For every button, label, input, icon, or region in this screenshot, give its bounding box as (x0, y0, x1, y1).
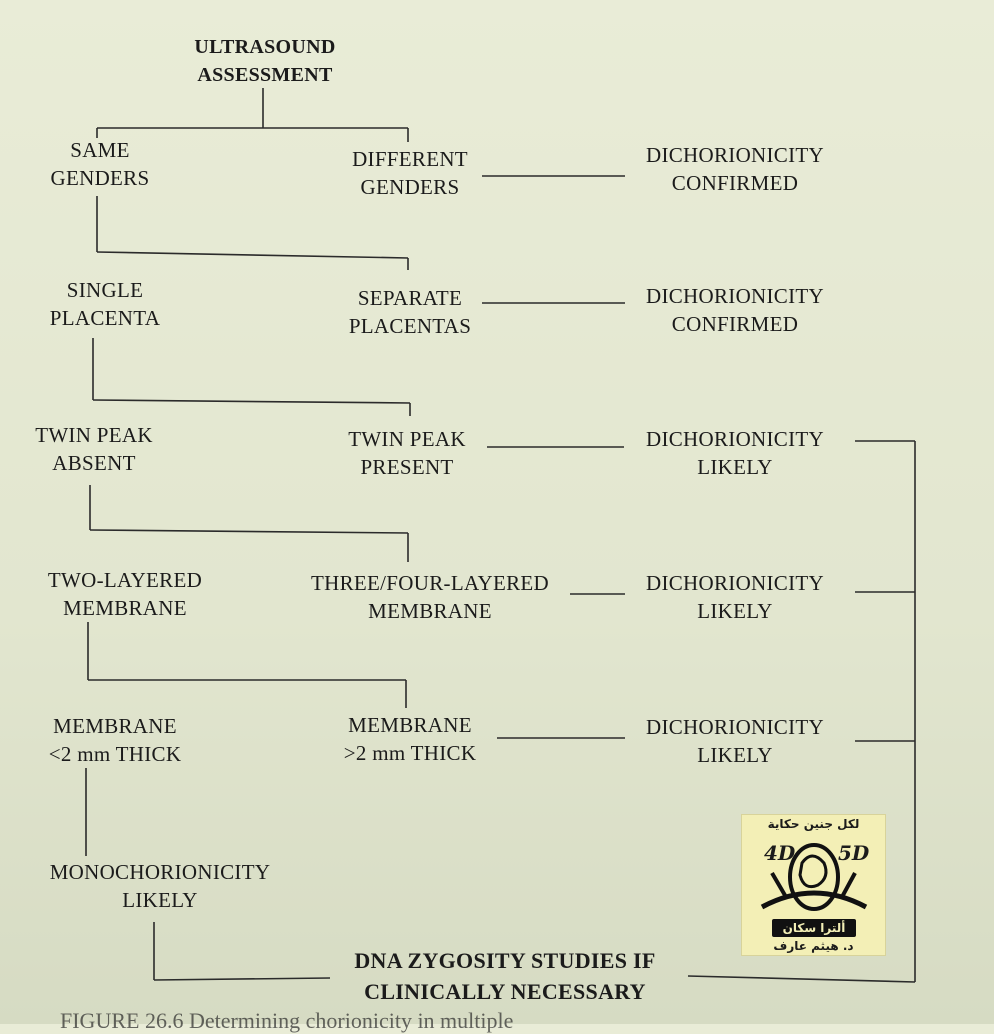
node-line: LIKELY (697, 599, 773, 623)
node-line: ASSESSMENT (197, 64, 333, 86)
node-line: PRESENT (360, 455, 454, 479)
node-line: SEPARATE (357, 286, 463, 310)
node-dichorionicity-likely-2: DICHORIONICITY LIKELY (625, 569, 845, 625)
logo-5d-mark: 5D (838, 841, 870, 865)
node-line: CLINICALLY NECESSARY (364, 979, 646, 1004)
node-single-placenta: SINGLE PLACENTA (30, 276, 180, 332)
node-line: TWO-LAYERED (47, 568, 203, 592)
node-line: TWIN PEAK (348, 427, 466, 451)
node-line: <2 mm THICK (48, 742, 182, 766)
node-line: GENDERS (360, 175, 460, 199)
node-two-layered-membrane: TWO-LAYERED MEMBRANE (20, 566, 230, 622)
node-line: DNA ZYGOSITY STUDIES IF (354, 948, 656, 973)
node-line: THREE/FOUR-LAYERED (311, 571, 549, 595)
node-line: TWIN PEAK (35, 423, 153, 447)
logo-top-text: لكل جنين حكاية (767, 817, 860, 831)
node-separate-placentas: SEPARATE PLACENTAS (330, 284, 490, 340)
node-line: SAME (70, 138, 130, 162)
connector (153, 977, 331, 981)
node-line: DICHORIONICITY (645, 715, 824, 739)
connector (92, 399, 411, 404)
node-twin-peak-present: TWIN PEAK PRESENT (332, 425, 482, 481)
node-line: LIKELY (697, 743, 773, 767)
node-three-four-layered-membrane: THREE/FOUR-LAYERED MEMBRANE (290, 569, 570, 625)
logo-bottom-text: د. هيثم عارف (773, 939, 854, 953)
node-line: DICHORIONICITY (645, 427, 824, 451)
node-same-genders: SAME GENDERS (30, 136, 170, 192)
node-monochorionicity-likely: MONOCHORIONICITY LIKELY (20, 858, 300, 914)
logo-4d-mark: 4D (764, 841, 796, 865)
node-line: CONFIRMED (671, 171, 799, 195)
node-line: PLACENTA (49, 306, 161, 330)
node-ultrasound-assessment: ULTRASOUND ASSESSMENT (180, 33, 350, 89)
node-dichorionicity-confirmed-1: DICHORIONICITY CONFIRMED (625, 141, 845, 197)
node-line: DICHORIONICITY (645, 284, 824, 308)
node-membrane-thin: MEMBRANE <2 mm THICK (20, 712, 210, 768)
fetus-icon (760, 843, 868, 911)
node-dna-zygosity-studies: DNA ZYGOSITY STUDIES IF CLINICALLY NECES… (320, 945, 690, 1007)
node-line: LIKELY (122, 888, 198, 912)
node-line: MEMBRANE (348, 713, 472, 737)
node-line: CONFIRMED (671, 312, 799, 336)
node-line: ABSENT (52, 451, 136, 475)
connector (89, 529, 409, 534)
node-dichorionicity-likely-1: DICHORIONICITY LIKELY (625, 425, 845, 481)
node-line: PLACENTAS (348, 314, 472, 338)
node-line: GENDERS (50, 166, 150, 190)
node-line: MEMBRANE (368, 599, 492, 623)
node-line: DICHORIONICITY (645, 571, 824, 595)
node-line: DIFFERENT (352, 147, 468, 171)
node-line: >2 mm THICK (343, 741, 477, 765)
node-line: LIKELY (697, 455, 773, 479)
node-dichorionicity-likely-3: DICHORIONICITY LIKELY (625, 713, 845, 769)
figure-caption-partial: FIGURE 26.6 Determining chorionicity in … (60, 1008, 514, 1033)
node-line: MONOCHORIONICITY (49, 860, 271, 884)
node-line: ULTRASOUND (194, 36, 336, 58)
node-membrane-thick: MEMBRANE >2 mm THICK (330, 711, 490, 767)
node-line: MEMBRANE (53, 714, 177, 738)
node-line: DICHORIONICITY (645, 143, 824, 167)
node-line: SINGLE (66, 278, 144, 302)
node-line: MEMBRANE (63, 596, 187, 620)
connector (687, 975, 916, 983)
connector (96, 251, 409, 259)
node-dichorionicity-confirmed-2: DICHORIONICITY CONFIRMED (625, 282, 845, 338)
node-different-genders: DIFFERENT GENDERS (330, 145, 490, 201)
node-twin-peak-absent: TWIN PEAK ABSENT (24, 421, 164, 477)
logo-badge: ألترا سكان (772, 919, 856, 937)
watermark-logo: لكل جنين حكاية 4D 5D ألترا سكان د. هيثم … (741, 814, 886, 956)
